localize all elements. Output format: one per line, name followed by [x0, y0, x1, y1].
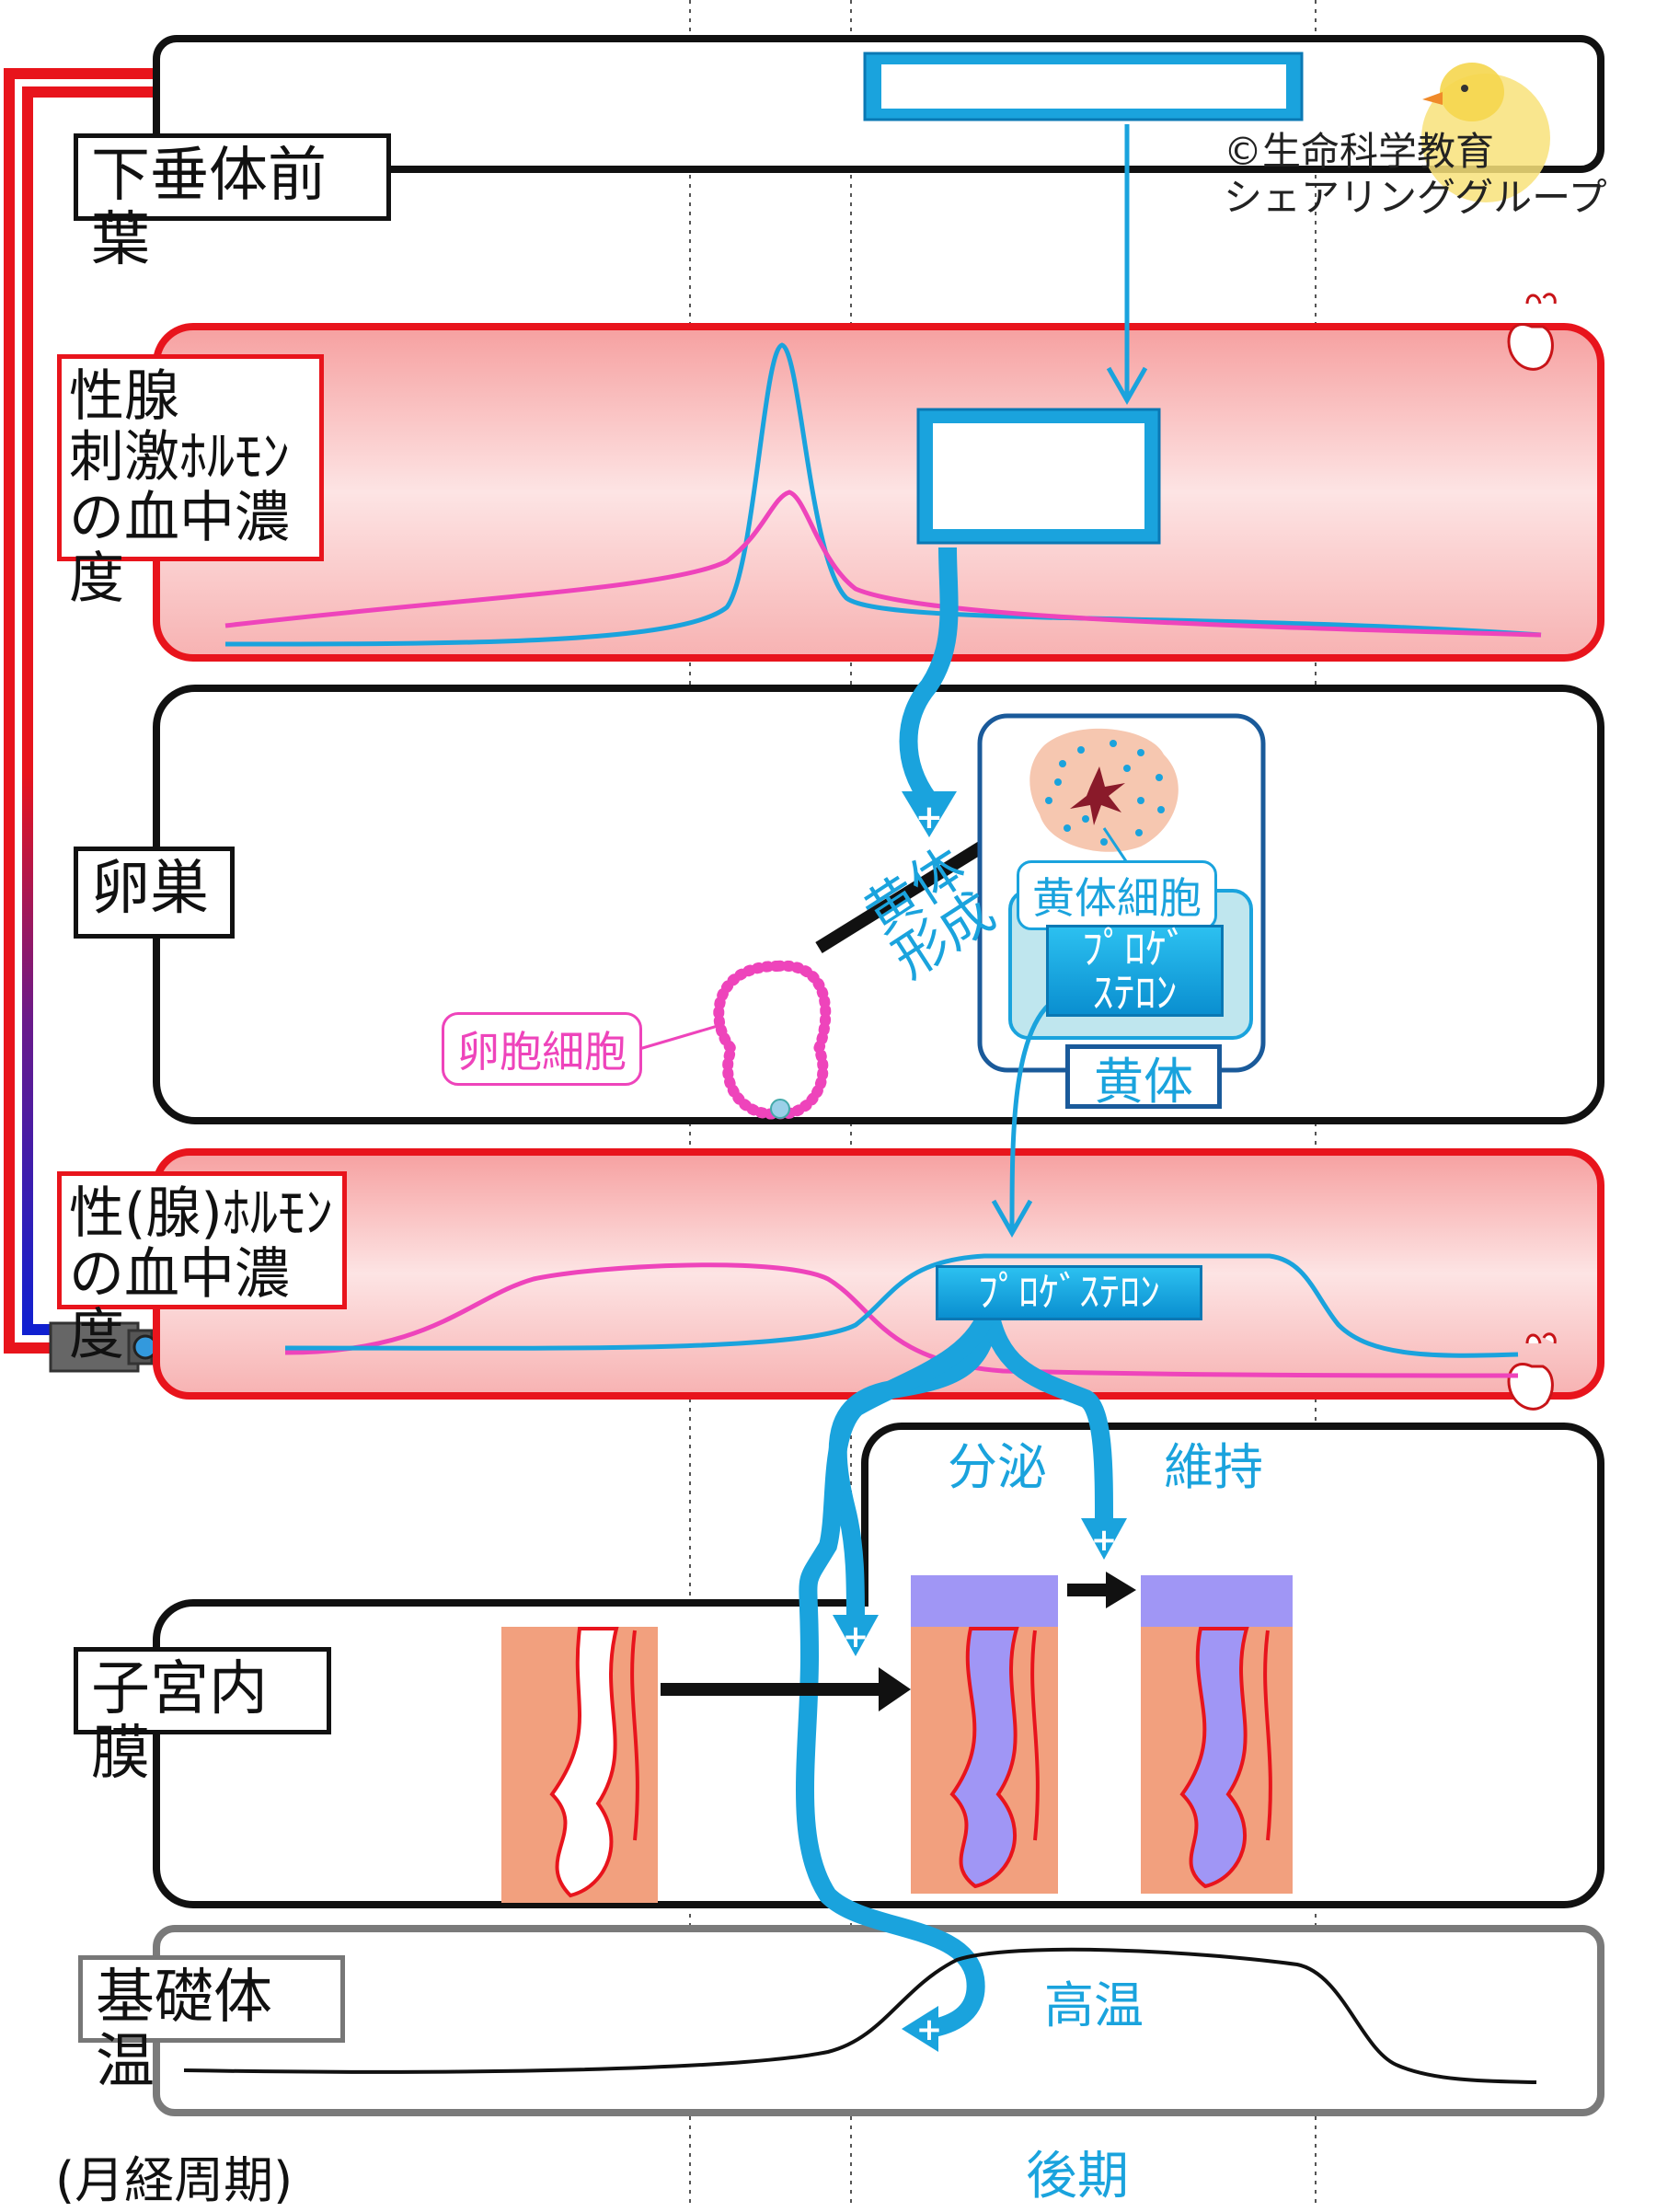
endometrium-panel: [153, 1423, 1604, 1908]
secretion-label: 分泌: [948, 1438, 1047, 1496]
camera-icon: [49, 1321, 158, 1373]
heart-icon: [1507, 293, 1557, 371]
sex-hormone-panel: [153, 1148, 1604, 1400]
svg-text:+: +: [1091, 1522, 1118, 1559]
copyright-text: ©生命科学教育 シェアリンググループ: [1224, 129, 1607, 221]
maintain-label: 維持: [1164, 1438, 1263, 1496]
heart-icon: [1507, 1332, 1557, 1411]
arrow-lh-to-ovary: [899, 547, 959, 806]
arrow-progesterone-maintain: [980, 1305, 1113, 1519]
bbt-label: 基礎体温: [78, 1955, 345, 2095]
bbt-curve: [183, 1947, 1537, 2084]
svg-text:+: +: [915, 799, 943, 836]
blood-vessel: [4, 68, 156, 1354]
arrow-endometrium-maintain: [1067, 1572, 1136, 1608]
endometrium-secretory: [911, 1575, 1058, 1894]
arrow-endometrium-develop: [661, 1667, 911, 1711]
bbt-panel: [153, 1925, 1604, 2116]
svg-text:+: +: [916, 2011, 943, 2048]
sex-hormone-label: 性(腺)ﾎﾙﾓﾝ の血中濃度: [57, 1171, 347, 1365]
svg-text:+: +: [843, 1619, 869, 1655]
progesterone-ovary-box: ﾌﾟﾛｹﾞ ｽﾃﾛﾝ: [1046, 925, 1224, 1017]
follicle: [713, 960, 832, 1120]
pituitary-label: 下垂体前葉: [74, 133, 391, 273]
follicle-cell-leader: [638, 1024, 719, 1051]
arrow-pituitary-to-gonadotropin: [1106, 124, 1148, 406]
arrow-progesterone-to-bbt: [796, 1303, 998, 2038]
corpus-luteum-label: 黄体: [1065, 1044, 1222, 1111]
late-phase-label: 後期: [1026, 2147, 1129, 2206]
fsh-curve: [224, 490, 1542, 638]
follicle-cell-label: 卵胞細胞: [442, 1012, 642, 1086]
gonadotropin-label: 性腺 刺激ﾎﾙﾓﾝ の血中濃度: [57, 354, 324, 609]
luteal-mass: [1029, 728, 1179, 852]
cycle-label: (月経周期): [55, 2151, 293, 2209]
high-temp-label: 高温: [1044, 1976, 1144, 2034]
chick-mascot-icon: [1421, 63, 1550, 202]
endometrium-label: 子宮内膜: [74, 1647, 331, 1787]
arrow-progesterone-release: [991, 1003, 1051, 1238]
ovary-label: 卵巣: [74, 847, 235, 939]
progesterone-blood-box: ﾌﾟﾛｹﾞｽﾃﾛﾝ: [936, 1265, 1202, 1320]
endometrium-proliferative: [501, 1627, 658, 1903]
endometrium-maintained: [1141, 1575, 1293, 1894]
progesterone-curve: [284, 1253, 1519, 1358]
luteal-cell-label: 黄体細胞: [1017, 860, 1217, 930]
estrogen-curve: [284, 1262, 1519, 1378]
